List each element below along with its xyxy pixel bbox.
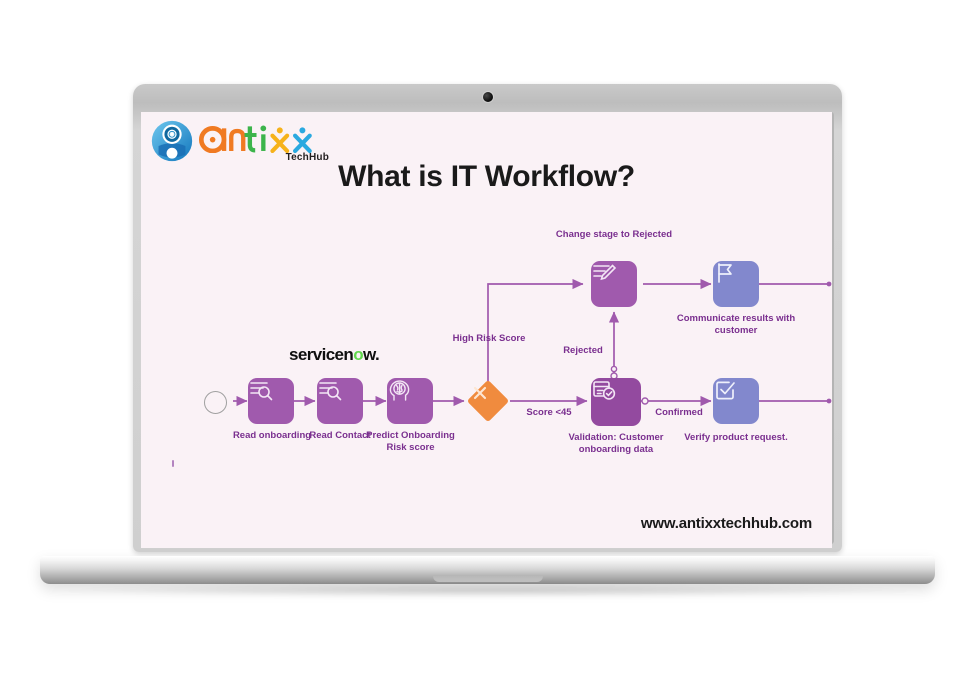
servicenow-text-before: servicen bbox=[289, 345, 354, 364]
workflow-diagram: Read onboarding Read Contact bbox=[141, 112, 832, 548]
node-label-verify-product: Verify product request. bbox=[684, 432, 788, 443]
edge-label-score-lt-45: Score <45 bbox=[526, 407, 572, 418]
brand-logo[interactable]: TechHub bbox=[151, 120, 331, 163]
list-search-icon bbox=[250, 382, 273, 401]
antixx-wordmark-icon bbox=[199, 125, 312, 153]
cross-icon bbox=[471, 384, 505, 418]
edit-document-icon bbox=[593, 264, 617, 281]
node-predict-risk[interactable] bbox=[387, 378, 433, 424]
servicenow-text-after: w bbox=[363, 345, 376, 364]
screen: TechHub What is IT Workflow? servicenow. bbox=[141, 112, 832, 548]
node-label-validation: Validation: Customer onboarding data bbox=[568, 432, 664, 455]
edge-label-rejected: Rejected bbox=[563, 345, 603, 356]
camera-icon bbox=[482, 92, 493, 102]
node-communicate-results[interactable] bbox=[713, 261, 759, 307]
laptop-shadow bbox=[60, 583, 915, 597]
servicenow-logo: servicenow. bbox=[289, 345, 380, 365]
laptop-base-notch bbox=[432, 576, 543, 582]
flag-icon bbox=[718, 263, 732, 283]
node-read-contact[interactable] bbox=[317, 378, 363, 424]
node-label-communicate-results: Communicate results with customer bbox=[676, 313, 796, 336]
brain-head-icon bbox=[389, 380, 410, 401]
edge-label-high-risk-score: High Risk Score bbox=[452, 333, 526, 344]
decorative-speck bbox=[172, 460, 174, 467]
form-check-icon bbox=[593, 381, 616, 400]
node-label-predict-risk: Predict Onboarding Risk score bbox=[366, 430, 455, 453]
list-search-icon bbox=[319, 382, 342, 401]
laptop-base bbox=[40, 556, 935, 584]
servicenow-accent-letter: o bbox=[353, 345, 363, 364]
edge-label-confirmed: Confirmed bbox=[655, 407, 703, 418]
servicenow-dot: . bbox=[375, 345, 380, 364]
node-verify-product[interactable] bbox=[713, 378, 759, 424]
node-label-read-onboarding: Read onboarding bbox=[232, 430, 312, 441]
node-read-onboarding[interactable] bbox=[248, 378, 294, 424]
start-node[interactable] bbox=[204, 391, 227, 414]
node-validation[interactable] bbox=[591, 378, 641, 426]
checkbox-icon bbox=[716, 381, 735, 400]
connector-lines bbox=[233, 278, 832, 407]
brand-subtitle: TechHub bbox=[285, 152, 329, 163]
page-title: What is IT Workflow? bbox=[338, 160, 635, 193]
node-change-stage-rejected[interactable] bbox=[591, 261, 637, 307]
node-label-read-contact: Read Contact bbox=[309, 430, 371, 441]
antixx-mark-icon bbox=[151, 120, 193, 162]
node-label-change-stage: Change stage to Rejected bbox=[555, 229, 673, 240]
site-url: www.antixxtechhub.com bbox=[640, 515, 812, 532]
